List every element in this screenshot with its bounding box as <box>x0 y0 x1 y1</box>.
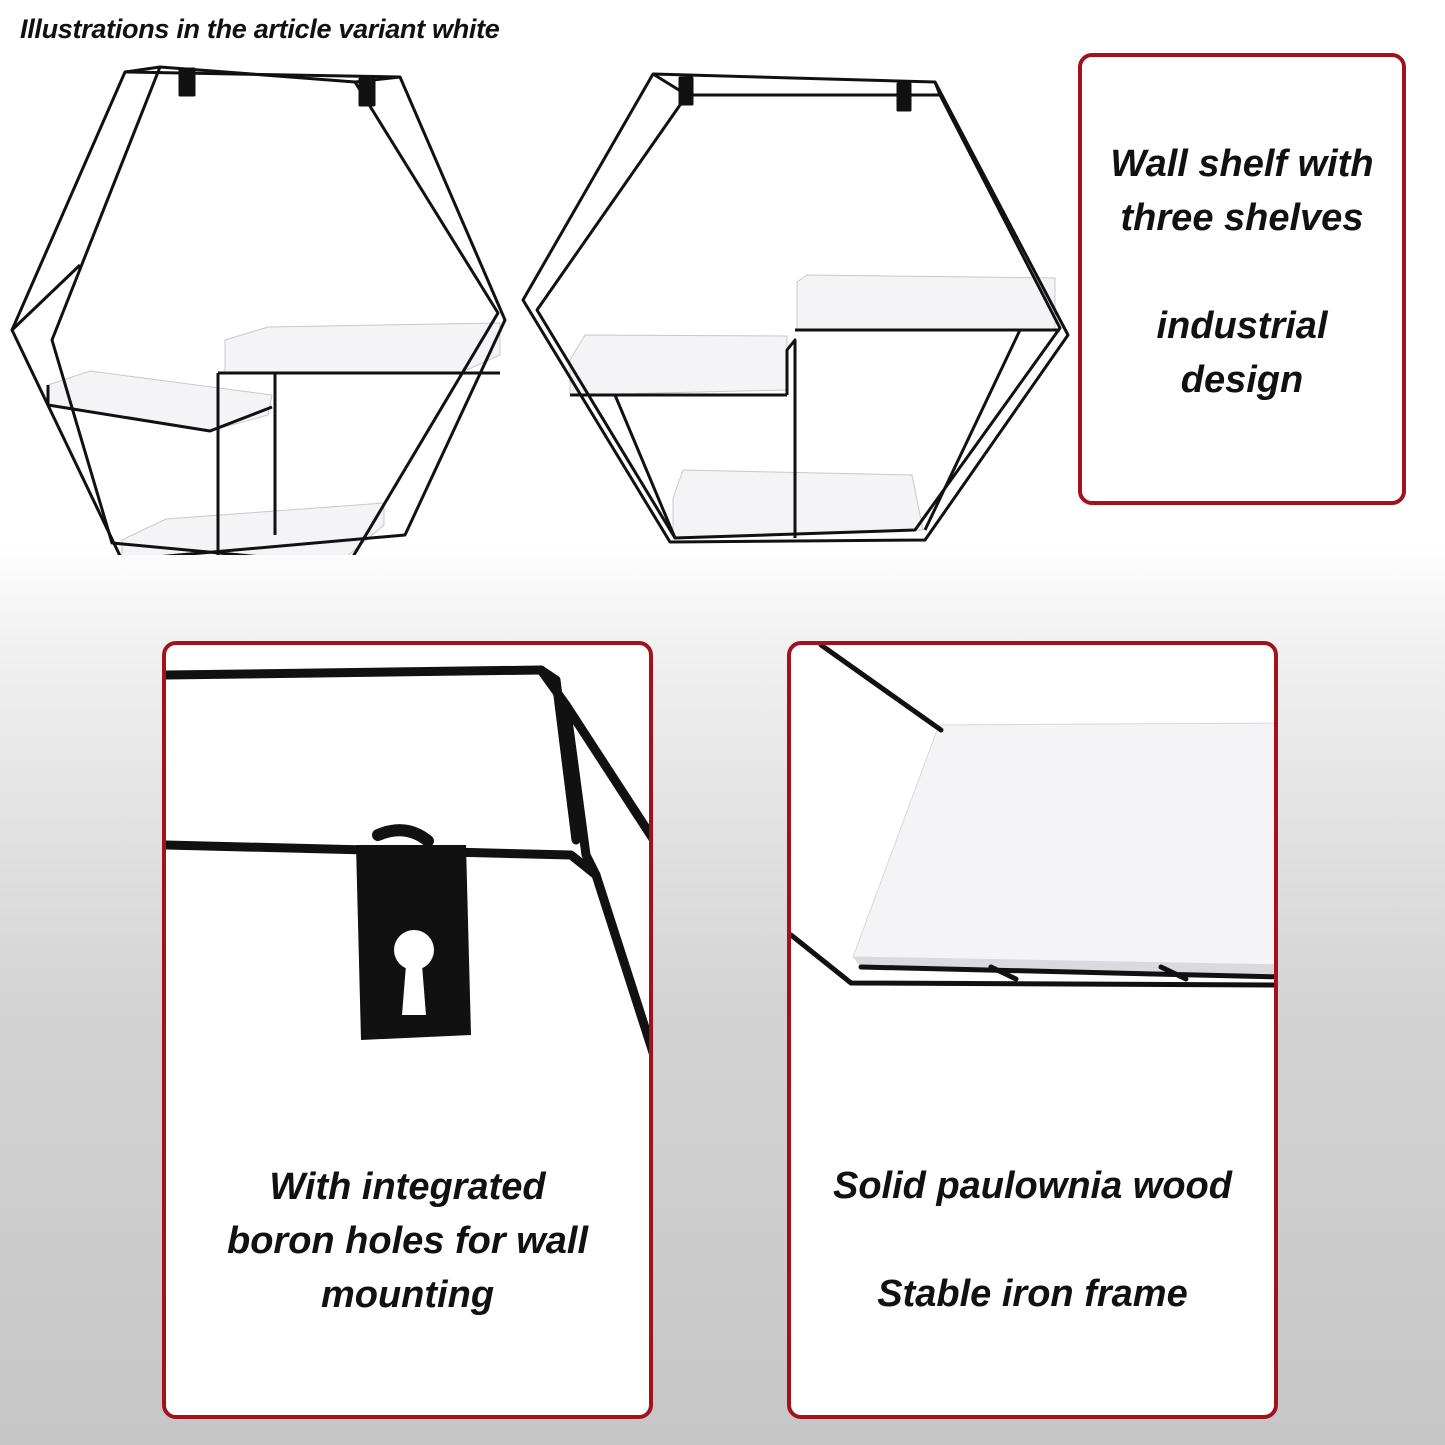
mounting-line-2: boron holes for wall <box>226 1220 589 1262</box>
feature-line-1: Wall shelf with <box>1110 143 1374 185</box>
shelf-board-closeup-photo <box>791 645 1274 988</box>
shelf-board <box>852 722 1274 966</box>
feature-card: Wall shelf with three shelves industrial… <box>1078 53 1406 505</box>
upper-shelf-board <box>796 274 1056 331</box>
middle-shelf-board <box>569 334 788 396</box>
feature-line-3: industrial <box>1156 305 1328 347</box>
feature-line-2: three shelves <box>1120 197 1364 239</box>
material-line-2: Stable iron frame <box>877 1273 1188 1315</box>
feature-card-text: Wall shelf with three shelves industrial… <box>1082 137 1402 407</box>
material-card: Solid paulownia wood Stable iron frame <box>787 641 1278 1419</box>
material-card-text: Solid paulownia wood Stable iron frame <box>791 1159 1274 1321</box>
material-line-1: Solid paulownia wood <box>833 1165 1232 1207</box>
page-caption: Illustrations in the article variant whi… <box>20 14 500 44</box>
mounting-card-text: With integrated boron holes for wall mou… <box>166 1160 649 1322</box>
mounting-line-1: With integrated <box>269 1166 546 1208</box>
mounting-line-3: mounting <box>320 1274 495 1316</box>
feature-line-4: design <box>1180 359 1304 401</box>
hexagon-shelf-front-photo <box>521 72 1070 544</box>
mounting-bracket-photo <box>166 665 649 1055</box>
upper-shelf-board <box>224 322 501 374</box>
frame-outer <box>10 70 507 555</box>
mounting-card: With integrated boron holes for wall mou… <box>162 641 653 1419</box>
hexagon-shelf-angled-photo <box>10 65 507 555</box>
lower-shelf-board <box>672 469 924 538</box>
